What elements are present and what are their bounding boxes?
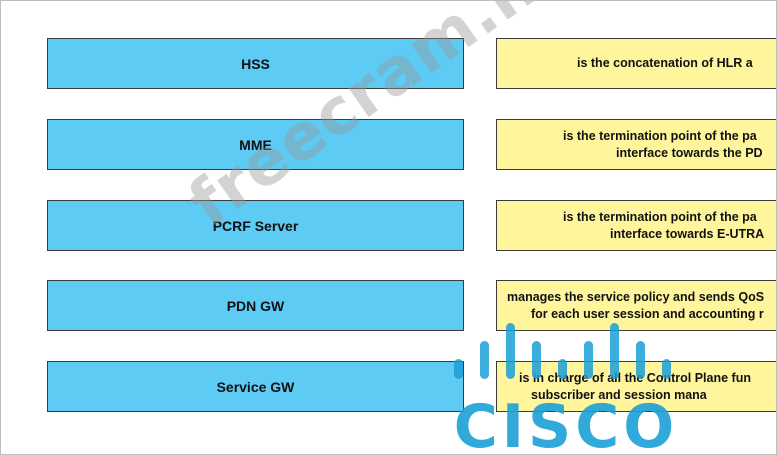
definition-text: is in charge of all the Control Plane fu… bbox=[507, 370, 776, 404]
definition-text: is the termination point of the pa inter… bbox=[507, 209, 776, 243]
term-box-service-gw[interactable]: Service GW bbox=[47, 361, 464, 412]
definition-line: interface towards E-UTRA bbox=[610, 226, 765, 241]
definition-box-4[interactable]: manages the service policy and sends QoS… bbox=[496, 280, 776, 331]
definition-text: is the termination point of the pa inter… bbox=[507, 128, 776, 162]
definition-text: manages the service policy and sends QoS… bbox=[507, 289, 776, 323]
term-label: MME bbox=[239, 136, 272, 153]
term-box-pcrf-server[interactable]: PCRF Server bbox=[47, 200, 464, 251]
definition-box-3[interactable]: is the termination point of the pa inter… bbox=[496, 200, 776, 251]
definition-line: is the concatenation of HLR a bbox=[577, 56, 753, 70]
definition-line: for each user session and accounting r bbox=[531, 306, 764, 321]
definition-line: is the termination point of the pa bbox=[563, 209, 757, 224]
term-box-pdn-gw[interactable]: PDN GW bbox=[47, 280, 464, 331]
definition-line: subscriber and session mana bbox=[531, 387, 707, 402]
term-label: HSS bbox=[241, 55, 270, 72]
definition-line: interface towards the PD bbox=[616, 145, 763, 160]
term-label: PCRF Server bbox=[212, 217, 299, 234]
definition-box-5[interactable]: is in charge of all the Control Plane fu… bbox=[496, 361, 776, 412]
definition-text: is the concatenation of HLR a bbox=[507, 55, 776, 72]
definition-box-2[interactable]: is the termination point of the pa inter… bbox=[496, 119, 776, 170]
term-box-hss[interactable]: HSS bbox=[47, 38, 464, 89]
definition-line: is the termination point of the pa bbox=[563, 128, 757, 143]
definition-line: manages the service policy and sends QoS bbox=[507, 289, 765, 304]
term-label: PDN GW bbox=[226, 297, 285, 314]
term-box-mme[interactable]: MME bbox=[47, 119, 464, 170]
definition-box-1[interactable]: is the concatenation of HLR a bbox=[496, 38, 776, 89]
term-label: Service GW bbox=[216, 378, 295, 395]
definition-line: is in charge of all the Control Plane fu… bbox=[519, 370, 751, 385]
